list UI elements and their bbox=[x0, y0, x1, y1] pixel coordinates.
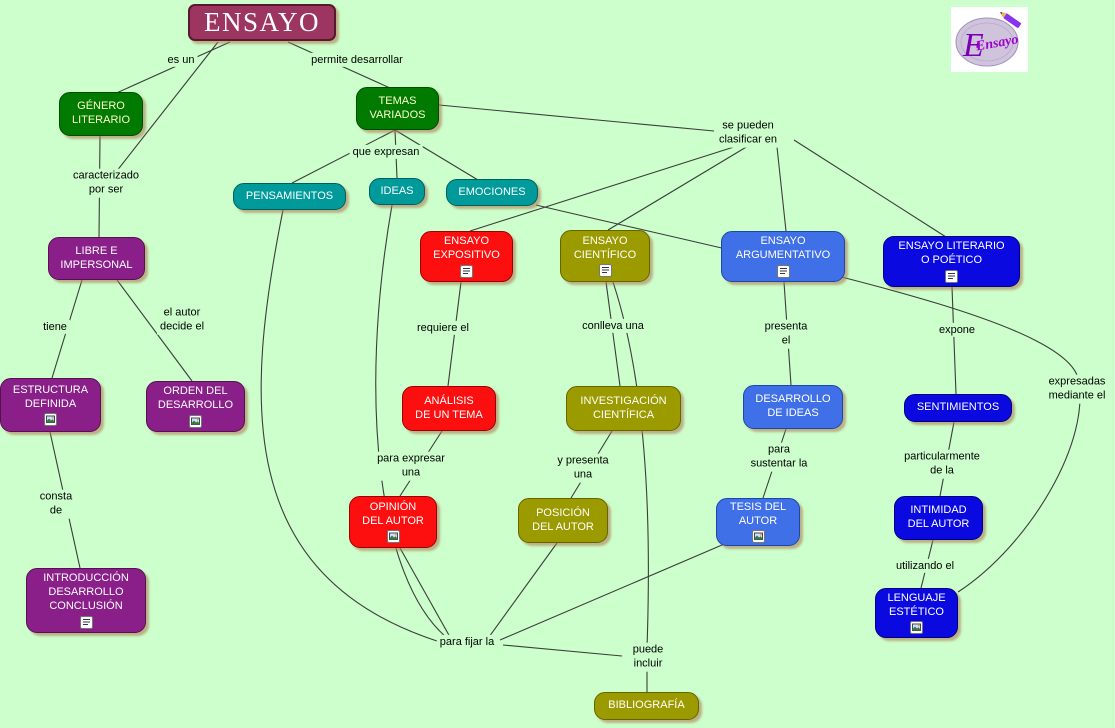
node-opinion-del-autor[interactable]: OPINIÓN DEL AUTOR bbox=[349, 496, 437, 548]
link-label-presenta-el[interactable]: presenta el bbox=[761, 319, 811, 349]
link-label-particularmente-de-la[interactable]: particularmente de la bbox=[901, 449, 983, 479]
node-ensayo-expositivo[interactable]: ENSAYO EXPOSITIVO bbox=[420, 231, 513, 282]
resource-image-icon[interactable] bbox=[751, 530, 765, 544]
resource-document-icon[interactable] bbox=[945, 269, 958, 283]
link-label-permite-desarrollar[interactable]: permite desarrollar bbox=[308, 52, 406, 68]
link-label-consta-de[interactable]: consta de bbox=[36, 489, 76, 519]
link-label-caracterizado-por-ser[interactable]: caracterizado por ser bbox=[69, 168, 143, 198]
node-label: ENSAYO EXPOSITIVO bbox=[433, 235, 500, 261]
node-bibliografia[interactable]: BIBLIOGRAFÍA bbox=[594, 692, 699, 720]
node-orden-del-desarrollo[interactable]: ORDEN DEL DESARROLLO bbox=[146, 381, 245, 432]
resource-document-icon[interactable] bbox=[776, 264, 790, 278]
node-label: INVESTIGACIÓN CIENTÍFICA bbox=[580, 394, 667, 421]
node-libre-impersonal[interactable]: LIBRE E IMPERSONAL bbox=[48, 237, 145, 280]
node-estructura-definida[interactable]: ESTRUCTURA DEFINIDA bbox=[0, 378, 101, 432]
node-genero-literario[interactable]: GÉNERO LITERARIO bbox=[59, 92, 143, 136]
node-label: ORDEN DEL DESARROLLO bbox=[157, 385, 234, 411]
node-sentimientos[interactable]: SENTIMIENTOS bbox=[904, 394, 1012, 422]
resource-document-icon[interactable] bbox=[79, 615, 93, 629]
node-label: ENSAYO CIENTÍFICO bbox=[573, 234, 637, 261]
node-label: INTIMIDAD DEL AUTOR bbox=[907, 504, 970, 530]
node-investigacion-cientifica[interactable]: INVESTIGACIÓN CIENTÍFICA bbox=[566, 386, 681, 431]
link-label-para-expresar-una[interactable]: para expresar una bbox=[374, 451, 448, 481]
link-label-tiene[interactable]: tiene bbox=[40, 319, 70, 335]
node-label: LENGUAJE ESTÉTICO bbox=[887, 591, 946, 618]
node-ensayo-cientifico[interactable]: ENSAYO CIENTÍFICO bbox=[560, 230, 650, 282]
node-pensamientos[interactable]: PENSAMIENTOS bbox=[233, 183, 346, 210]
node-lenguaje-estetico[interactable]: LENGUAJE ESTÉTICO bbox=[875, 588, 958, 638]
ensayo-logo: E Ensayo bbox=[951, 7, 1028, 72]
node-label: EMOCIONES bbox=[458, 185, 526, 198]
link-label-que-expresan[interactable]: que expresan bbox=[349, 144, 423, 160]
link-label-requiere-el[interactable]: requiere el bbox=[414, 320, 472, 336]
link-label-utilizando-el[interactable]: utilizando el bbox=[892, 558, 958, 574]
link-label-se-pueden-clasificar-en[interactable]: se pueden clasificar en bbox=[715, 118, 781, 148]
node-label: POSICIÓN DEL AUTOR bbox=[532, 506, 594, 533]
node-intimidad-del-autor[interactable]: INTIMIDAD DEL AUTOR bbox=[894, 496, 983, 540]
node-label: BIBLIOGRAFÍA bbox=[608, 699, 685, 712]
pencil-icon bbox=[1000, 12, 1022, 28]
link-label-expone[interactable]: expone bbox=[935, 322, 979, 338]
node-desarrollo-de-ideas[interactable]: DESARROLLO DE IDEAS bbox=[743, 385, 843, 429]
node-label: DESARROLLO DE IDEAS bbox=[755, 393, 831, 419]
node-label: ESTRUCTURA DEFINIDA bbox=[12, 383, 89, 410]
resource-document-icon[interactable] bbox=[598, 264, 612, 278]
node-label: TESIS DEL AUTOR bbox=[729, 500, 787, 527]
resource-image-icon[interactable] bbox=[386, 530, 400, 544]
ensayo-logo-image: E Ensayo bbox=[951, 7, 1028, 72]
node-temas-variados[interactable]: TEMAS VARIADOS bbox=[356, 87, 439, 130]
node-label: GÉNERO LITERARIO bbox=[71, 100, 131, 126]
node-label: INTRODUCCIÓN DESARROLLO CONCLUSIÓN bbox=[43, 572, 129, 612]
link-label-el-autor-decide-el[interactable]: el autor decide el bbox=[156, 305, 208, 335]
node-label: LIBRE E IMPERSONAL bbox=[60, 244, 133, 271]
node-ensayo[interactable]: ENSAYO bbox=[188, 4, 336, 41]
node-label: IDEAS bbox=[380, 184, 414, 197]
node-label: TEMAS VARIADOS bbox=[369, 94, 426, 121]
link-label-puede-incluir[interactable]: puede incluir bbox=[629, 642, 667, 672]
node-ensayo-argumentativo[interactable]: ENSAYO ARGUMENTATIVO bbox=[721, 231, 845, 282]
resource-image-icon[interactable] bbox=[44, 413, 57, 427]
node-posicion-del-autor[interactable]: POSICIÓN DEL AUTOR bbox=[518, 498, 608, 543]
node-label: SENTIMIENTOS bbox=[916, 401, 1000, 414]
node-label: ENSAYO ARGUMENTATIVO bbox=[735, 235, 831, 261]
resource-image-icon[interactable] bbox=[910, 621, 923, 635]
node-introduccion-desarrollo-conclusion[interactable]: INTRODUCCIÓN DESARROLLO CONCLUSIÓN bbox=[26, 568, 146, 633]
link-label-expresadas-mediante-el[interactable]: expresadas mediante el bbox=[1045, 374, 1109, 404]
node-ensayo-literario-poetico[interactable]: ENSAYO LITERARIO O POÉTICO bbox=[883, 236, 1020, 287]
resource-image-icon[interactable] bbox=[189, 414, 202, 428]
logo-initial: E bbox=[962, 27, 984, 64]
node-label: ANÁLISIS DE UN TEMA bbox=[415, 394, 483, 421]
resource-document-icon[interactable] bbox=[460, 264, 473, 278]
node-tesis-del-autor[interactable]: TESIS DEL AUTOR bbox=[716, 498, 800, 546]
node-label: ENSAYO LITERARIO O POÉTICO bbox=[898, 240, 1005, 266]
link-label-para-sustentar-la[interactable]: para sustentar la bbox=[747, 442, 811, 472]
node-ensayo-label: ENSAYO bbox=[203, 6, 321, 37]
node-label: OPINIÓN DEL AUTOR bbox=[362, 500, 424, 527]
node-label: PENSAMIENTOS bbox=[245, 189, 334, 202]
link-label-es-un[interactable]: es un bbox=[164, 52, 198, 68]
link-label-para-fijar-la[interactable]: para fijar la bbox=[436, 634, 498, 650]
link-label-y-presenta-una[interactable]: y presenta una bbox=[554, 453, 612, 483]
link-label-conlleva-una[interactable]: conlleva una bbox=[579, 318, 647, 334]
node-ideas[interactable]: IDEAS bbox=[369, 178, 425, 205]
logo-wordmark: Ensayo bbox=[974, 32, 1020, 54]
node-analisis-de-un-tema[interactable]: ANÁLISIS DE UN TEMA bbox=[402, 386, 496, 431]
node-emociones[interactable]: EMOCIONES bbox=[446, 179, 538, 206]
